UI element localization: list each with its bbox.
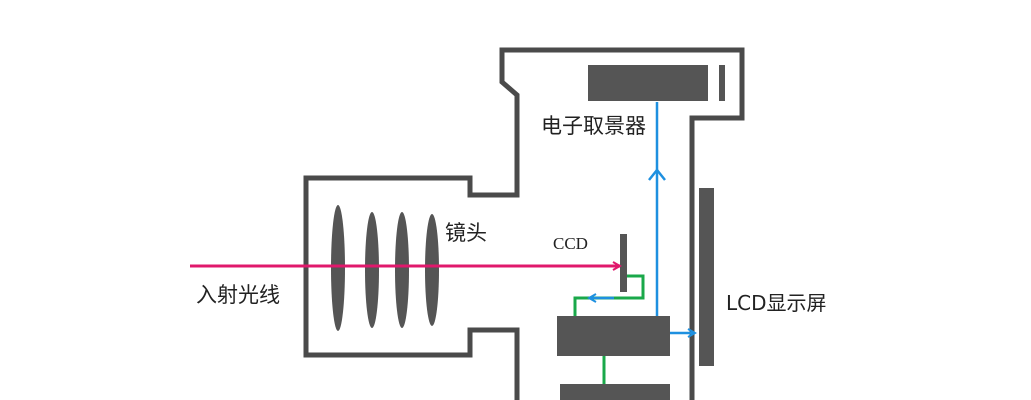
lcd-panel xyxy=(699,188,714,366)
viewfinder-signal-arrowhead xyxy=(648,167,666,181)
ccd-label: CCD xyxy=(553,234,588,253)
lens-element-2 xyxy=(365,212,379,328)
lens-element-1 xyxy=(331,205,345,331)
viewfinder-eyepiece xyxy=(719,65,725,101)
viewfinder-label: 电子取景器 xyxy=(541,114,646,138)
ccd-to-processor-path xyxy=(573,274,645,316)
camera-body-outline xyxy=(303,47,745,400)
viewfinder-display xyxy=(588,65,708,101)
ccd-sensor xyxy=(620,234,627,292)
lcd-label: LCD显示屏 xyxy=(726,291,827,315)
lens-element-4 xyxy=(425,214,439,326)
lens-element-3 xyxy=(395,212,409,328)
processor-block xyxy=(557,316,670,356)
incident-light-label: 入射光线 xyxy=(196,283,280,307)
lens-label: 镜头 xyxy=(445,221,487,245)
storage-block xyxy=(560,384,670,400)
